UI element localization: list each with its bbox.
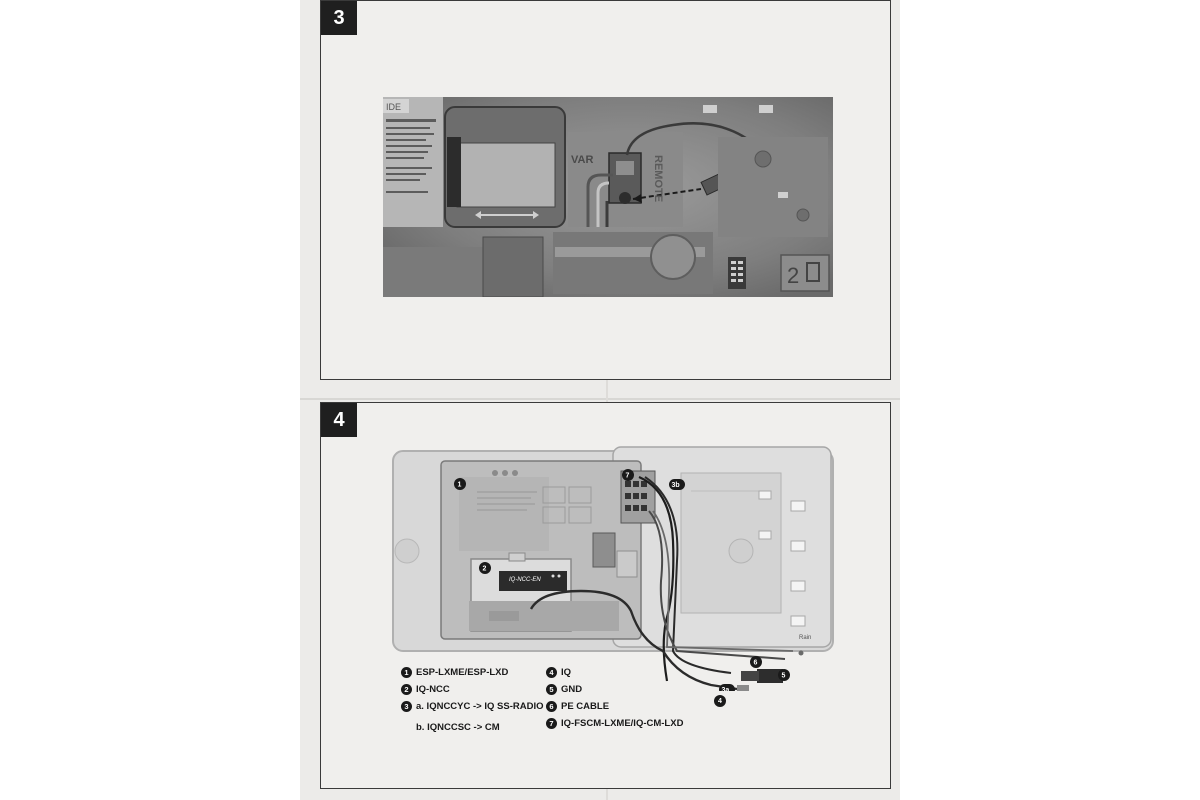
legend-text: a. IQNCCYC -> IQ SS-RADIO — [416, 701, 544, 712]
photo-text-ide: IDE — [386, 102, 401, 112]
legend-number: 3 — [401, 701, 412, 712]
module-label: IQ-NCC-EN — [509, 577, 541, 583]
step-4-panel: 4 Rain — [320, 402, 891, 789]
legend-item: 2 IQ-NCC — [401, 684, 450, 695]
photo-text-panel-number: 2 — [787, 263, 799, 288]
callout-7: 7 — [626, 473, 630, 480]
legend-number: 5 — [546, 684, 557, 695]
svg-text:Rain: Rain — [799, 635, 811, 641]
legend-item: 4 IQ — [546, 667, 571, 678]
legend-number: 7 — [546, 718, 557, 729]
legend-text: PE CABLE — [561, 701, 610, 712]
paper-fold — [300, 398, 900, 400]
callout-3a: 3a — [722, 687, 730, 691]
legend-item: b. IQNCCSC -> CM — [401, 722, 500, 733]
paper-fold-vertical — [606, 0, 608, 800]
callout-3b: 3b — [672, 482, 680, 489]
callout-5: 5 — [782, 673, 786, 680]
legend-text: IQ-NCC — [416, 684, 450, 695]
photo-text-var: VAR — [571, 154, 593, 166]
step-3-photo: IDE VAR — [383, 97, 833, 297]
step-3-panel: 3 IDE — [320, 0, 891, 380]
legend-number: 2 — [401, 684, 412, 695]
legend-number: 4 — [546, 667, 557, 678]
legend-text: b. IQNCCSC -> CM — [416, 722, 500, 733]
photo-text-remote: REMOTE — [652, 155, 664, 202]
callout-4: 4 — [714, 695, 726, 707]
step-4-photo: Rain IQ-NCC-EN — [392, 446, 834, 691]
legend-text: ESP-LXME/ESP-LXD — [416, 667, 509, 678]
callout-2: 2 — [483, 566, 487, 573]
legend-number: 1 — [401, 667, 412, 678]
legend-number — [401, 722, 412, 733]
legend-text: GND — [561, 684, 583, 695]
callout-6: 6 — [754, 660, 758, 667]
legend-number: 6 — [546, 701, 557, 712]
legend-text: IQ-FSCM-LXME/IQ-CM-LXD — [561, 718, 684, 729]
legend-item: 7 IQ-FSCM-LXME/IQ-CM-LXD — [546, 718, 683, 729]
legend-item: 3 a. IQNCCYC -> IQ SS-RADIO — [401, 701, 543, 712]
legend-item: 6 PE CABLE — [546, 701, 609, 712]
legend-text: IQ — [561, 667, 572, 678]
legend-item: 5 GND — [546, 684, 582, 695]
instruction-sheet: 3 IDE — [300, 0, 900, 800]
step-number: 3 — [321, 1, 357, 35]
legend-item: 1 ESP-LXME/ESP-LXD — [401, 667, 508, 678]
step-number: 4 — [321, 403, 357, 437]
callout-1: 1 — [458, 482, 462, 489]
